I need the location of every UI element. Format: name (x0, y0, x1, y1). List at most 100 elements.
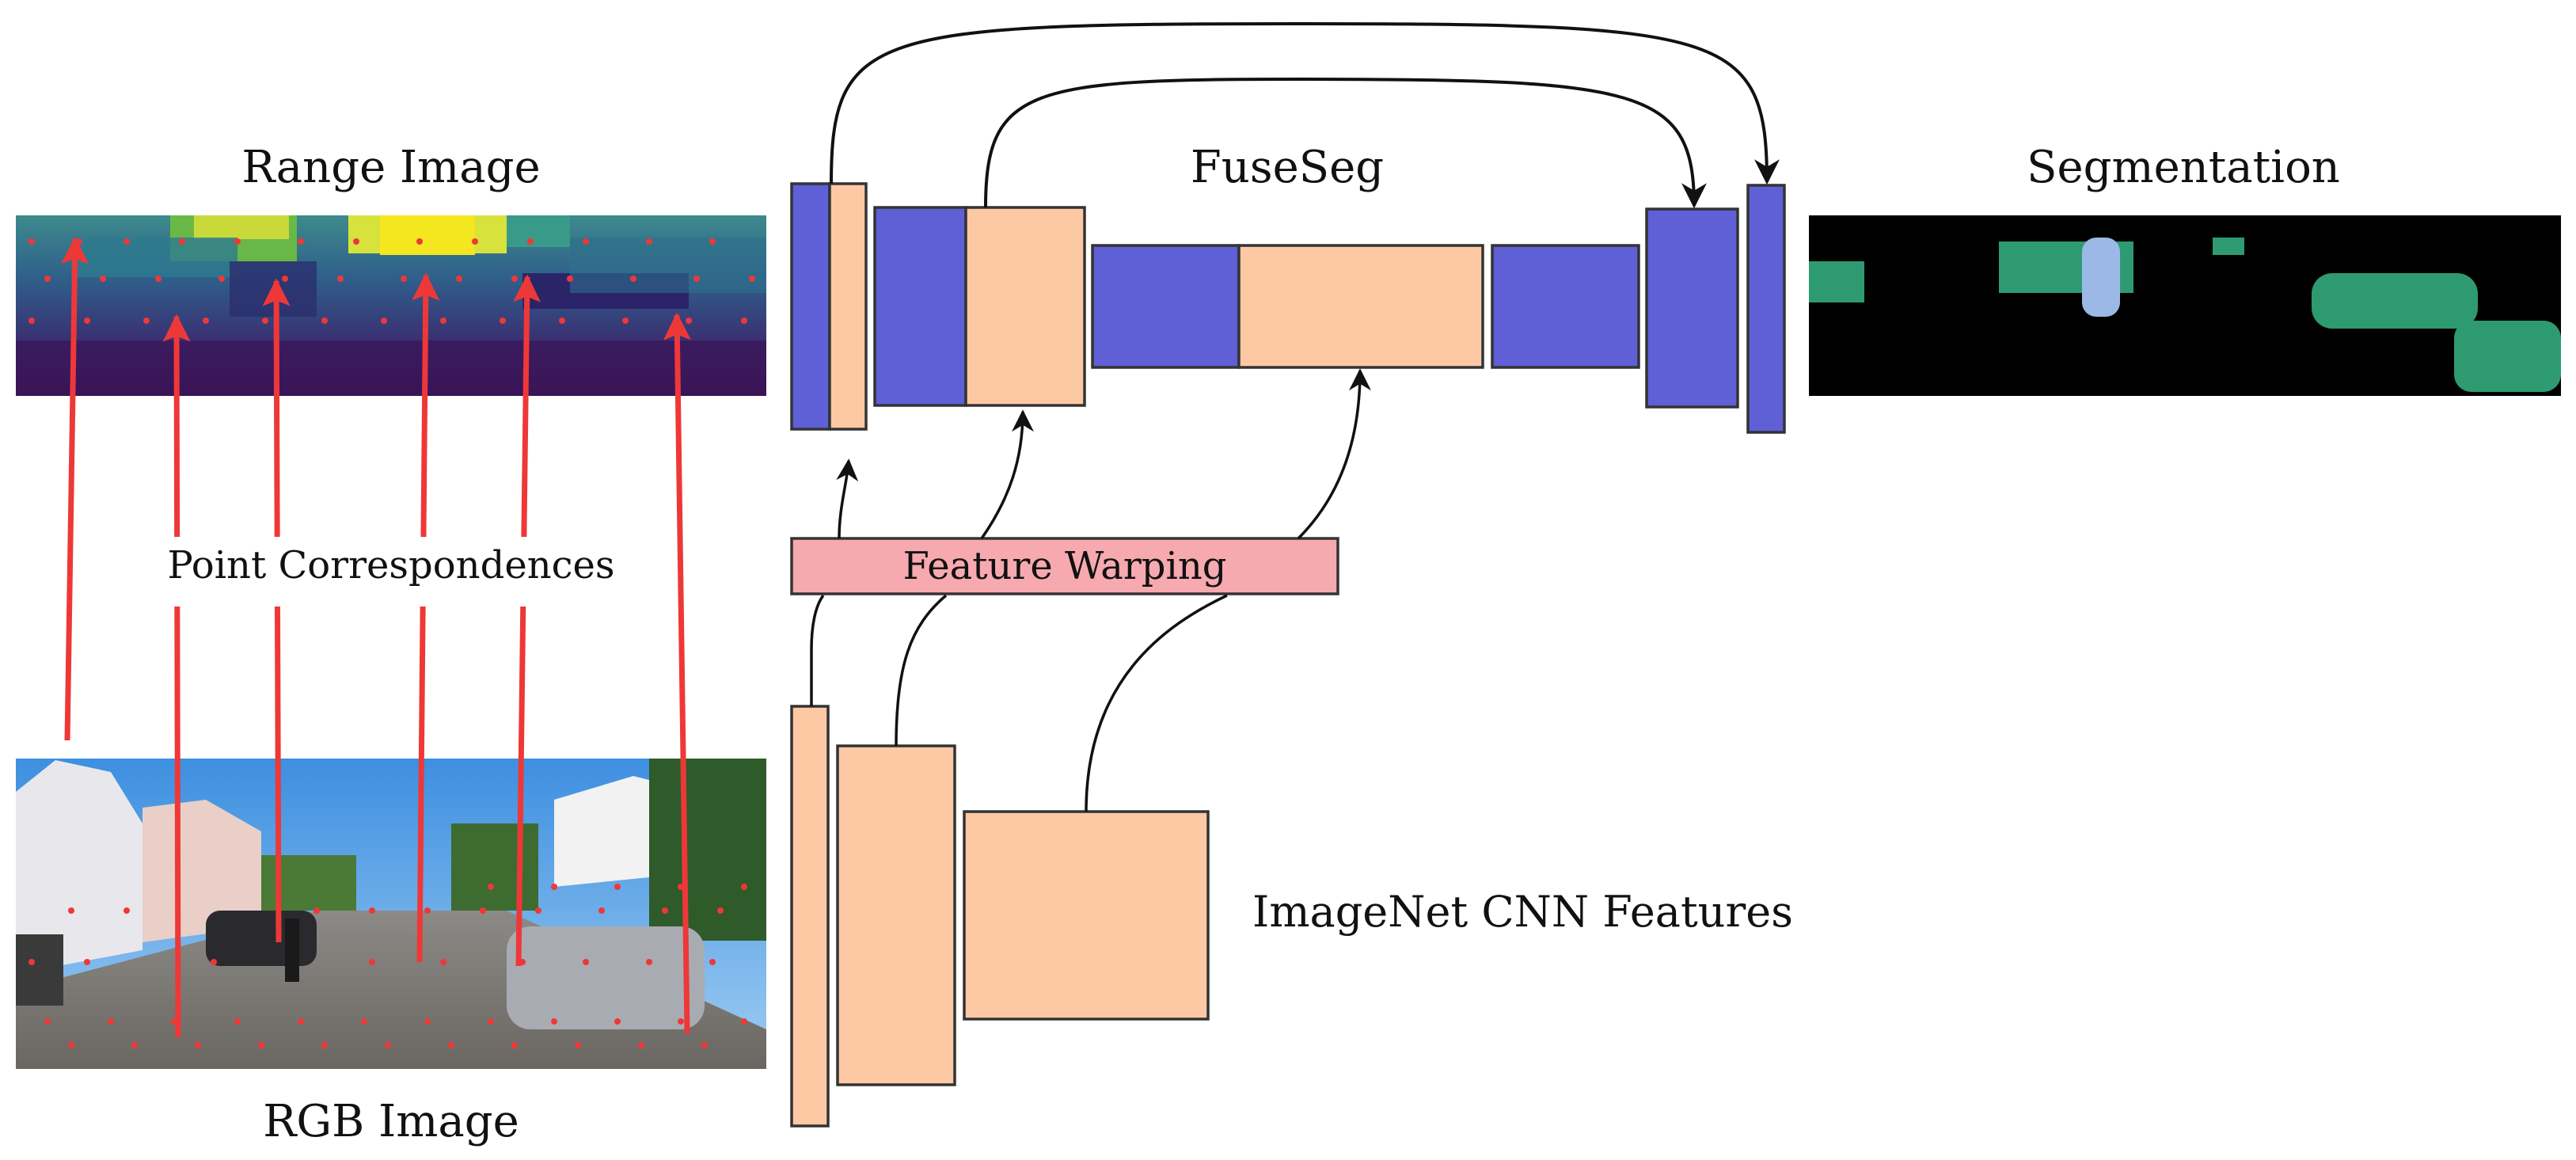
encoder-block-1-peach (828, 182, 868, 431)
warp-arrow-1 (836, 458, 859, 539)
projected-point (401, 276, 407, 282)
projected-point (598, 907, 605, 914)
projected-point (480, 907, 486, 914)
encoder-block-3-peach (1237, 244, 1484, 369)
projected-point (381, 318, 387, 324)
projected-point (583, 238, 589, 245)
projected-point (28, 318, 35, 324)
decoder-block-3 (1746, 184, 1786, 434)
projected-point (527, 238, 534, 245)
feature-connection-3 (1085, 594, 1228, 812)
projected-point (282, 276, 288, 282)
projected-point (614, 1018, 621, 1025)
projected-point (262, 318, 268, 324)
correspondence-arrow (162, 314, 191, 1038)
feature-connection-2 (895, 594, 948, 747)
projected-point (741, 884, 747, 890)
imagenet-feature-block-1 (790, 705, 830, 1128)
projected-point (179, 238, 185, 245)
segmentation-image (1809, 215, 2561, 396)
projected-point (28, 238, 35, 245)
projected-point (84, 959, 90, 965)
imagenet-feature-blocks (790, 705, 1210, 1128)
rgb-image-label: RGB Image (263, 1096, 519, 1147)
projected-point (68, 907, 74, 914)
projected-point (321, 318, 328, 324)
encoder-block-1-blue (790, 182, 831, 431)
fuseseg-network (790, 182, 1786, 434)
projected-point (44, 1018, 51, 1025)
range-image-label: Range Image (241, 142, 540, 193)
projected-point (131, 1042, 138, 1048)
point-correspondence-arrows (61, 236, 691, 1038)
projected-point (646, 238, 652, 245)
projected-point (709, 238, 716, 245)
rgb-image (16, 759, 766, 1069)
imagenet-features-label: ImageNet CNN Features (1252, 887, 1793, 937)
range-image (16, 215, 766, 396)
imagenet-feature-block-3 (963, 810, 1210, 1021)
projected-point (622, 318, 629, 324)
projected-point (424, 907, 431, 914)
feature-warping-box (790, 537, 1339, 595)
encoder-block-2-peach (964, 206, 1086, 407)
projected-point (686, 318, 692, 324)
projected-point (511, 1042, 518, 1048)
correspondence-arrow (262, 278, 291, 943)
projected-point (741, 1018, 747, 1025)
correspondence-arrow (61, 236, 89, 741)
projected-point (337, 276, 344, 282)
projected-point (100, 276, 106, 282)
projected-point (369, 959, 375, 965)
projected-point (353, 238, 359, 245)
projected-point (234, 1018, 241, 1025)
projected-point (709, 959, 716, 965)
projected-point (701, 1042, 708, 1048)
projected-point (567, 276, 573, 282)
projected-point (488, 884, 494, 890)
skip-connection-outer (830, 21, 1780, 185)
encoder-block-2-blue (873, 206, 967, 407)
projected-point (416, 238, 423, 245)
projected-point (361, 1018, 367, 1025)
projected-point (559, 318, 565, 324)
decoder-block-1 (1491, 244, 1640, 369)
projected-point (385, 1042, 391, 1048)
projected-point (211, 959, 217, 965)
projected-point (68, 1042, 74, 1048)
projected-point (630, 276, 636, 282)
projected-point (500, 318, 506, 324)
projected-point (614, 884, 621, 890)
projected-point (424, 1018, 431, 1025)
projected-point (440, 318, 446, 324)
projected-point (313, 907, 320, 914)
projected-point (662, 907, 668, 914)
projected-point (195, 1042, 201, 1048)
projected-point (638, 1042, 644, 1048)
projected-point (369, 907, 375, 914)
projected-point (298, 238, 304, 245)
segmentation-label: Segmentation (2027, 142, 2340, 193)
encoder-block-3-blue (1091, 244, 1241, 369)
projected-point (717, 907, 724, 914)
feature-connection-1 (810, 594, 825, 706)
skip-connections (830, 21, 1780, 209)
projected-point (448, 1042, 454, 1048)
fuseseg-label: FuseSeg (1191, 142, 1384, 193)
projected-point (575, 1042, 581, 1048)
projected-point (693, 276, 700, 282)
projected-point (123, 238, 130, 245)
projected-point (108, 1018, 114, 1025)
projected-point (84, 318, 90, 324)
projected-point (123, 907, 130, 914)
projected-point (551, 884, 557, 890)
projected-point (511, 276, 518, 282)
projected-point (143, 318, 150, 324)
warp-arrow-2 (980, 409, 1034, 540)
projected-point (298, 1018, 304, 1025)
projected-point (456, 276, 462, 282)
projected-point (203, 318, 209, 324)
correspondence-arrow (513, 274, 541, 967)
point-correspondences-label: Point Correspondences (167, 543, 614, 588)
